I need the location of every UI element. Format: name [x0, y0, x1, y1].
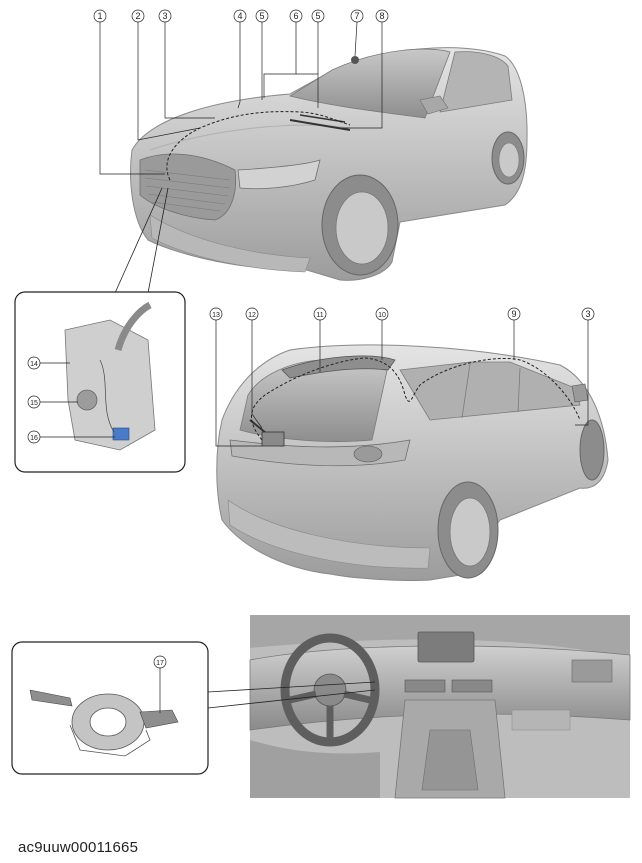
svg-text:5: 5: [259, 11, 264, 21]
svg-text:1: 1: [97, 11, 102, 21]
callout-11: 11: [313, 307, 327, 321]
svg-text:3: 3: [162, 11, 167, 21]
callout-13: 13: [209, 307, 223, 321]
callout-12: 12: [245, 307, 259, 321]
callout-3-rear: 3: [581, 307, 595, 321]
callout-1: 1: [93, 9, 107, 23]
callout-10: 10: [375, 307, 389, 321]
callout-5-second: 5: [311, 9, 325, 23]
combination-switch-inset: [11, 641, 376, 775]
callout-6: 6: [289, 9, 303, 23]
callout-3: 3: [158, 9, 172, 23]
svg-text:14: 14: [30, 361, 38, 368]
svg-text:10: 10: [378, 312, 386, 319]
svg-text:5: 5: [315, 11, 320, 21]
callout-9: 9: [507, 307, 521, 321]
callout-8: 8: [375, 9, 389, 23]
svg-text:16: 16: [30, 435, 38, 442]
svg-text:12: 12: [248, 312, 256, 319]
svg-text:9: 9: [511, 309, 516, 319]
callout-5: 5: [255, 9, 269, 23]
svg-text:13: 13: [212, 312, 220, 319]
svg-text:4: 4: [237, 11, 242, 21]
roof-antenna-marker: [351, 56, 359, 64]
svg-text:17: 17: [156, 660, 164, 667]
svg-text:3: 3: [585, 309, 590, 319]
svg-text:8: 8: [379, 11, 384, 21]
svg-text:2: 2: [135, 11, 140, 21]
svg-text:11: 11: [316, 312, 323, 319]
washer-tank-inset: [14, 291, 186, 473]
callout-2: 2: [131, 9, 145, 23]
callout-14: 14: [27, 356, 41, 370]
svg-text:15: 15: [30, 400, 38, 407]
callout-4: 4: [233, 9, 247, 23]
svg-text:6: 6: [293, 11, 298, 21]
callout-16: 16: [27, 430, 41, 444]
figure-id: ac9uuw00011665: [18, 839, 139, 856]
rear-vehicle-illustration: [215, 320, 609, 582]
svg-text:7: 7: [354, 11, 359, 21]
interior-illustration: [249, 615, 631, 799]
callout-7: 7: [350, 9, 364, 23]
callout-17: 17: [153, 655, 167, 669]
front-vehicle-illustration: [99, 22, 528, 294]
callout-15: 15: [27, 395, 41, 409]
